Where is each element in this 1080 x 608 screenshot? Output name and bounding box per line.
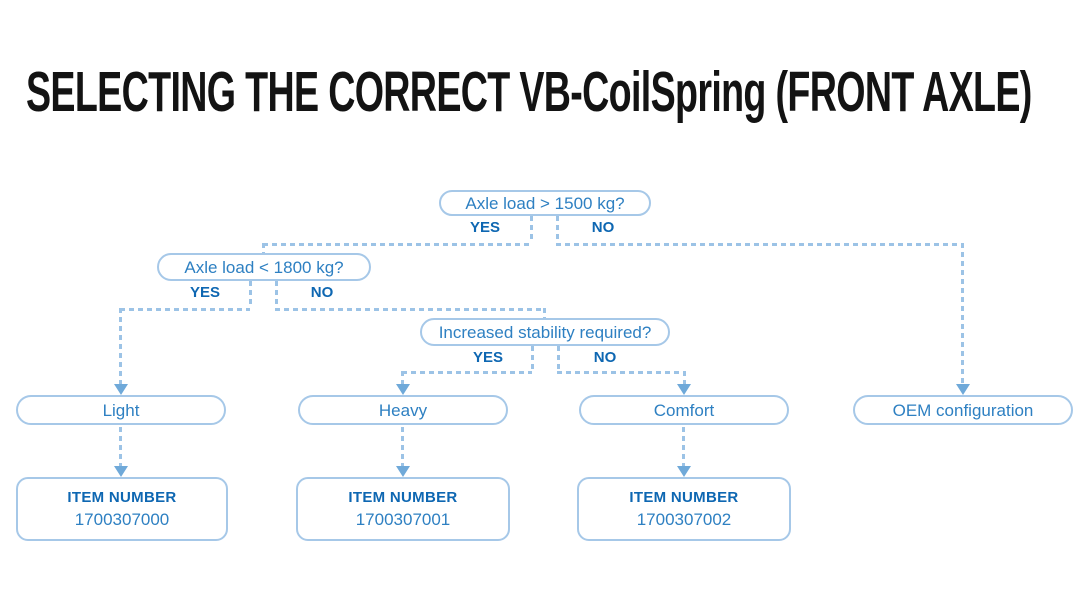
connector-d1-to-oem [961, 243, 964, 384]
connector-d3-to-comfort [683, 371, 686, 384]
result-comfort: Comfort [579, 395, 789, 425]
result-heavy: Heavy [298, 395, 508, 425]
result-light-label: Light [102, 400, 140, 420]
decision-axle-load-1500-text: Axle load > 1500 kg? [465, 193, 625, 213]
connector-d2-no-stub [275, 281, 278, 308]
decision2-no-label: NO [310, 284, 334, 301]
decision3-yes-label: YES [472, 349, 503, 366]
connector-d2-yes-horizontal [120, 308, 250, 311]
arrow-to-item-1700307000 [114, 466, 128, 477]
arrow-to-heavy [396, 384, 410, 395]
decision1-no-label: NO [591, 219, 615, 236]
decision-increased-stability: Increased stability required? [420, 318, 670, 346]
connector-d2-to-d3 [543, 308, 546, 318]
item-number-heading: ITEM NUMBER [67, 489, 177, 506]
item-number-value: 1700307001 [355, 510, 451, 529]
connector-d3-yes-horizontal [402, 371, 532, 374]
connector-d2-to-light [119, 308, 122, 384]
item-number-value: 1700307002 [636, 510, 732, 529]
decision-axle-load-1500: Axle load > 1500 kg? [439, 190, 651, 216]
connector-light-to-item [119, 427, 122, 466]
decision-increased-stability-text: Increased stability required? [438, 322, 652, 342]
connector-d1-yes-stub [530, 216, 533, 243]
decision1-yes-label: YES [469, 219, 500, 236]
item-number-heading: ITEM NUMBER [348, 489, 458, 506]
decision-axle-load-1800: Axle load < 1800 kg? [157, 253, 371, 281]
connector-d3-to-heavy [401, 371, 404, 384]
connector-d1-no-horizontal [556, 243, 963, 246]
connector-d3-yes-stub [531, 346, 534, 371]
arrow-to-comfort [677, 384, 691, 395]
connector-d3-no-horizontal [557, 371, 685, 374]
decision3-no-label: NO [593, 349, 617, 366]
item-number-value: 1700307000 [74, 510, 170, 529]
result-light: Light [16, 395, 226, 425]
result-oem-label: OEM configuration [892, 400, 1034, 420]
connector-d1-to-d2 [262, 243, 265, 253]
item-number-heading: ITEM NUMBER [629, 489, 739, 506]
connector-heavy-to-item [401, 427, 404, 466]
connector-d2-no-horizontal [275, 308, 546, 311]
arrow-to-light [114, 384, 128, 395]
result-heavy-label: Heavy [378, 400, 428, 420]
item-box-comfort: ITEM NUMBER 1700307002 [577, 477, 791, 541]
connector-comfort-to-item [682, 427, 685, 466]
result-oem-configuration: OEM configuration [853, 395, 1073, 425]
connector-d1-no-stub [556, 216, 559, 243]
decision2-yes-label: YES [189, 284, 220, 301]
connector-d3-no-stub [557, 346, 560, 371]
arrow-to-item-1700307001 [396, 466, 410, 477]
connector-d2-yes-stub [249, 281, 252, 308]
item-box-heavy: ITEM NUMBER 1700307001 [296, 477, 510, 541]
item-box-light: ITEM NUMBER 1700307000 [16, 477, 228, 541]
connector-d1-yes-horizontal [263, 243, 531, 246]
arrow-to-item-1700307002 [677, 466, 691, 477]
result-comfort-label: Comfort [653, 400, 715, 420]
decision-axle-load-1800-text: Axle load < 1800 kg? [184, 257, 344, 277]
arrow-to-oem [956, 384, 970, 395]
page-title: SELECTING THE CORRECT VB-CoilSpring (FRO… [26, 60, 1032, 124]
